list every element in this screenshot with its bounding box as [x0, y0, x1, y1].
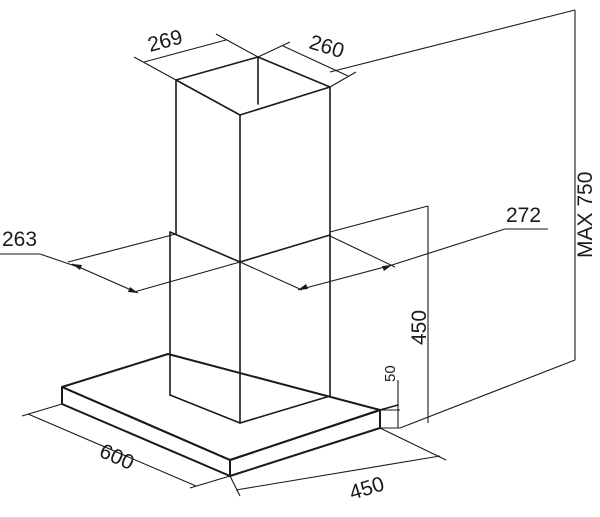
dim-269-ext-right — [215, 33, 259, 58]
dim-600-line — [27, 413, 197, 487]
dim-260-ext-left — [257, 41, 291, 58]
wall-lines — [329, 9, 576, 429]
dim-max-750-label: MAX 750 — [574, 172, 597, 258]
upper-chimney-top-face — [175, 56, 331, 116]
dim-450-depth-ext-left — [229, 475, 241, 497]
upper-chimney — [175, 56, 331, 264]
dim-272-leader — [391, 228, 506, 266]
dim-263-label: 263 — [2, 228, 37, 251]
dim-max-750: MAX 750 — [574, 172, 597, 258]
dim-269-line — [143, 39, 227, 63]
dim-263-arrow-end — [128, 287, 138, 293]
dim-450-depth-line — [235, 455, 441, 491]
dim-450-depth-ext-right — [379, 427, 447, 461]
dim-263: 263 — [0, 228, 241, 294]
dim-272-ext-right — [329, 235, 396, 268]
dim-260-line — [282, 45, 349, 77]
canopy-front-face — [61, 386, 231, 477]
lower-chimney-top-front-left — [169, 231, 241, 263]
dim-272-arrow-start — [298, 284, 308, 290]
dim-272-ext-left — [239, 261, 303, 291]
dim-260-ext-right — [329, 71, 357, 88]
dim-272-arrow-end — [382, 265, 392, 271]
dim-263-arrow-start — [72, 264, 82, 270]
lower-chimney — [169, 231, 331, 424]
bracket-top-line — [329, 205, 429, 233]
dim-50-label: 50 — [382, 365, 399, 382]
dim-260: 260 — [257, 31, 357, 88]
lower-chimney-bottom-left — [169, 394, 241, 424]
dim-269: 269 — [133, 26, 259, 81]
dim-263-leader — [39, 253, 79, 268]
lower-chimney-top-front-right — [239, 234, 331, 263]
dim-600-ext-right — [189, 475, 231, 489]
dim-450-vertical-label: 450 — [408, 310, 431, 345]
dim-50: 50 — [380, 365, 400, 429]
dim-450-vertical: 450 — [408, 310, 431, 345]
dim-263-ext-left — [67, 233, 177, 263]
lower-chimney-bottom-right — [239, 395, 331, 424]
wall-bottom-line — [399, 359, 576, 429]
dim-263-line — [71, 263, 139, 294]
wall-top-line — [329, 9, 576, 73]
dim-600-label: 600 — [96, 440, 137, 475]
dim-272: 272 — [239, 204, 548, 291]
canopy-back-edge — [379, 404, 399, 411]
dim-269-ext-left — [133, 56, 177, 81]
dim-272-label: 272 — [506, 204, 541, 227]
dim-272-line — [297, 264, 393, 291]
dim-450-depth-label: 450 — [347, 473, 387, 505]
dim-263-ext-right — [133, 261, 241, 293]
dim-260-label: 260 — [307, 31, 347, 63]
